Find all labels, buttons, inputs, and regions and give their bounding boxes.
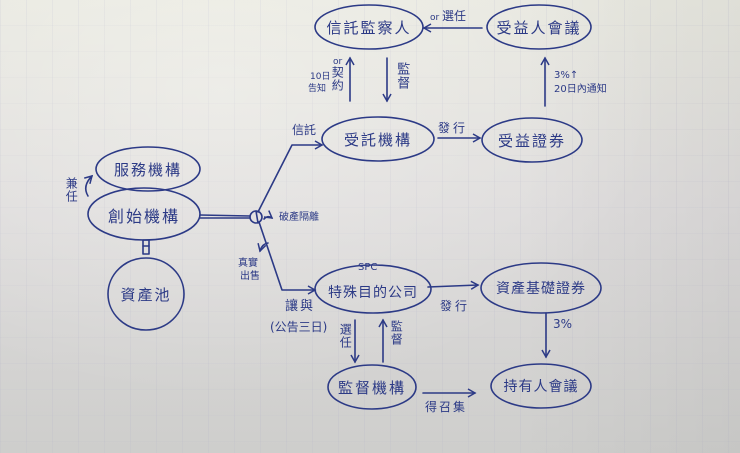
node-beneficiary-securities: 受益證券 <box>497 131 566 150</box>
label-entrust: 信託 <box>292 123 317 137</box>
contract-note-10-days: 10日 <box>310 72 331 82</box>
node-trust-supervisor: 信託監察人 <box>326 18 412 37</box>
label-appoint: 選任 <box>338 323 353 349</box>
label-notify-pct: 3%↑ <box>554 70 579 81</box>
ellipse-trustee <box>321 116 435 162</box>
ellipse-asset-pool <box>107 257 185 331</box>
contract-note-notify: 告知 <box>308 84 327 94</box>
ellipse-servicer <box>95 146 201 192</box>
label-pct-bottom: 3% <box>553 317 573 331</box>
elect-or-prefix: or <box>430 13 440 23</box>
contract-or-prefix: or <box>333 57 343 67</box>
node-asset-backed-securities: 資產基礎證券 <box>496 281 586 297</box>
ellipse-regulator <box>327 364 417 410</box>
label-true-sale-1: 真實 <box>238 258 258 269</box>
node-originator: 創始機構 <box>107 207 180 226</box>
label-notify-days: 20日內通知 <box>554 84 607 95</box>
label-issue-bottom: 發行 <box>440 299 471 313</box>
ellipse-beneficiary-securities <box>481 117 583 163</box>
label-may-convene: 得召集 <box>425 400 468 414</box>
label-true-sale-2: 出售 <box>240 271 260 282</box>
label-elect: 選任 <box>442 9 467 23</box>
label-supervise-top: 監督 <box>394 62 410 90</box>
node-asset-pool: 資產池 <box>120 285 172 304</box>
ellipse-abs <box>480 262 602 314</box>
node-regulator: 監督機構 <box>337 378 406 397</box>
spc-label: SPC <box>358 262 378 273</box>
node-holders-meeting: 持有人會議 <box>503 379 579 395</box>
label-supervise-bottom: 監督 <box>389 320 404 346</box>
label-contract: 契約 <box>330 66 345 92</box>
node-beneficiary-meeting: 受益人會議 <box>496 18 582 37</box>
node-trustee-institution: 受託機構 <box>343 130 412 149</box>
label-concurrent: 兼任 <box>64 177 79 203</box>
node-servicer: 服務機構 <box>113 160 182 179</box>
ellipse-beneficiary-meeting <box>486 4 592 50</box>
label-bankruptcy-remote: 破產隔離 <box>279 212 319 223</box>
ellipse-holders-meeting <box>490 363 592 409</box>
label-transfer: 讓與 <box>285 299 316 314</box>
node-spc: 特殊目的公司 <box>328 285 418 301</box>
label-transfer-note: (公告三日) <box>270 320 328 334</box>
label-issue-top: 發行 <box>438 121 469 135</box>
